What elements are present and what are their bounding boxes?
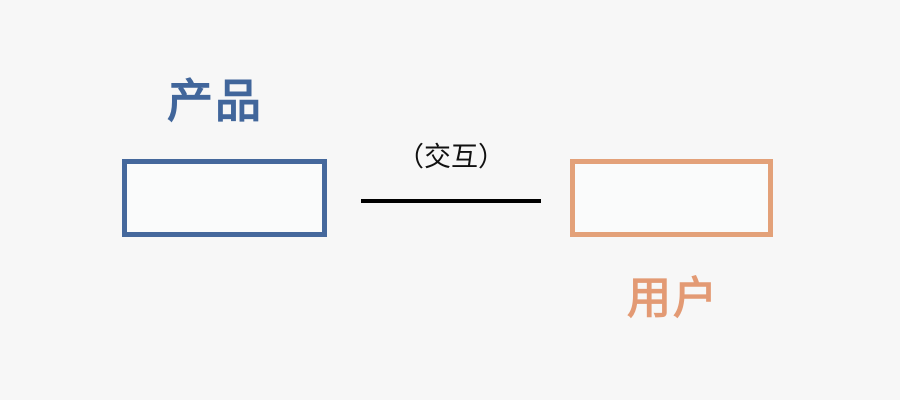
product-node-box: [122, 159, 327, 237]
interaction-connector-line: [361, 199, 541, 203]
interaction-connector-label: （交互）: [397, 142, 505, 172]
user-node-box: [570, 159, 773, 237]
user-node-caption: 用户: [627, 274, 719, 323]
product-node-caption: 产品: [167, 75, 263, 127]
